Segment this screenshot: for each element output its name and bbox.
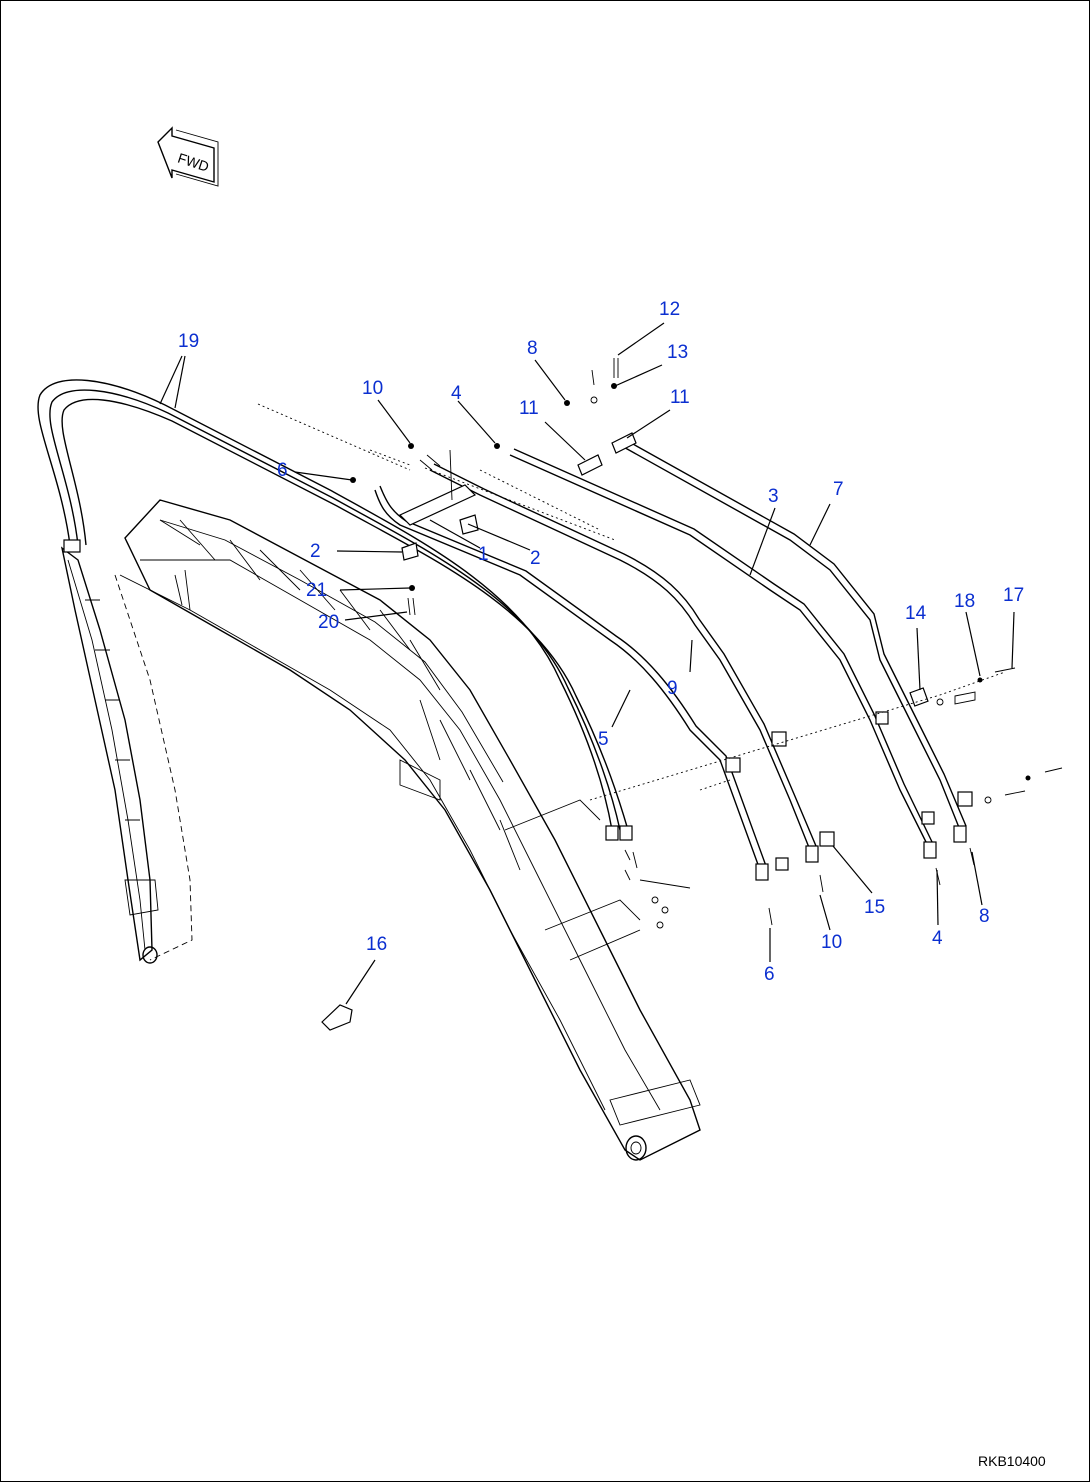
tube-3	[509, 448, 937, 859]
callout-21: 21	[306, 580, 327, 601]
callout-18: 19	[178, 331, 199, 352]
callout-5: 5	[598, 729, 609, 750]
tube-7	[619, 438, 967, 843]
boom-structure	[119, 499, 701, 1161]
callout-4-bottom: 4	[932, 928, 943, 949]
arm-structure	[60, 546, 193, 964]
callout-14: 14	[905, 603, 927, 624]
callout-20: 20	[318, 612, 339, 633]
callout-13: 13	[667, 342, 688, 363]
leader-lines	[159, 322, 1015, 1005]
tube-5	[374, 485, 769, 881]
fittings	[321, 358, 1063, 1031]
hose-18	[37, 379, 691, 929]
callout-9: 9	[667, 678, 678, 699]
callout-16: 17	[1003, 585, 1024, 606]
callout-8-bottom: 8	[979, 906, 990, 927]
callout-4-top: 4	[451, 383, 462, 404]
callout-11-left: 11	[519, 398, 539, 419]
callout-10-bottom: 10	[821, 932, 842, 953]
callout-11-right: 11	[670, 387, 690, 408]
callout-15: 15	[864, 897, 885, 918]
callout-6-top: 6	[277, 460, 288, 481]
forward-arrow-icon: FWD	[157, 126, 219, 187]
callout-12: 12	[659, 299, 680, 320]
drawing-code: RKB10400	[978, 1453, 1046, 1469]
callout-1: 1	[478, 544, 489, 565]
callout-17: 18	[954, 591, 975, 612]
callout-2-right: 2	[530, 548, 541, 569]
callout-2-left: 2	[310, 541, 321, 562]
forward-label: FWD	[176, 150, 211, 175]
callout-labels: 19 10 4 8 12 13 11 11 6 2 1 2 21 20 3 7 …	[178, 299, 1024, 985]
callout-7: 7	[833, 479, 844, 500]
callout-8-top: 8	[527, 338, 538, 359]
tube-9	[429, 463, 819, 863]
callout-3: 3	[768, 486, 779, 507]
callout-6-bottom: 6	[764, 964, 775, 985]
callout-10-top: 10	[362, 378, 383, 399]
callout-19: 16	[366, 934, 387, 955]
centerlines	[257, 403, 1006, 801]
